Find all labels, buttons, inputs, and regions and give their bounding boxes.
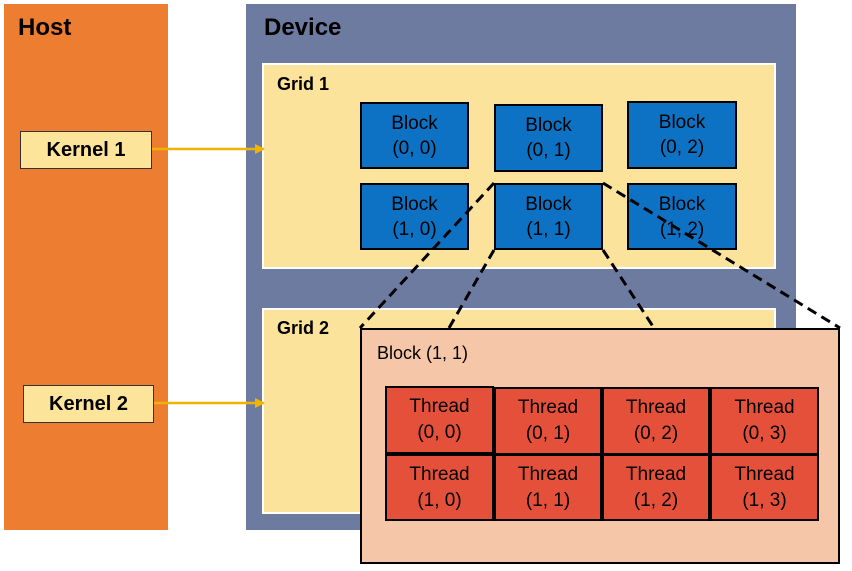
thread-label: Thread	[517, 397, 579, 418]
thread-1-0: Thread (1, 0)	[385, 454, 494, 521]
thread-1-2: Thread (1, 2)	[602, 454, 710, 521]
block-index: (0, 2)	[659, 137, 705, 158]
grid-2-title: Grid 2	[277, 318, 330, 338]
device-title: Device	[264, 14, 342, 41]
thread-index: (0, 0)	[417, 422, 462, 443]
grid-1-title: Grid 1	[277, 74, 330, 94]
thread-index: (1, 1)	[525, 489, 571, 511]
block-label: Block	[658, 112, 706, 133]
kernel-2-box: Kernel 2	[23, 385, 154, 423]
thread-label: Thread	[517, 463, 579, 485]
thread-label: Thread	[734, 397, 795, 418]
thread-1-3: Thread (1, 3)	[710, 454, 819, 521]
host-title: Host	[18, 14, 72, 41]
block-index: (1, 0)	[392, 218, 437, 240]
thread-index: (1, 2)	[633, 489, 679, 511]
kernel-1-box: Kernel 1	[20, 131, 152, 169]
thread-index: (0, 2)	[633, 423, 679, 444]
host-panel	[4, 4, 168, 530]
zoom-dashed-line	[601, 249, 656, 329]
block-label: Block	[391, 112, 438, 134]
block-1-0: Block (1, 0)	[360, 183, 469, 250]
block-detail-title: Block (1, 1)	[377, 343, 469, 363]
block-index: (0, 0)	[392, 137, 437, 159]
block-label: Block	[525, 115, 572, 136]
thread-index: (1, 0)	[417, 489, 462, 511]
block-label: Block	[391, 193, 438, 215]
block-0-1: Block (0, 1)	[494, 104, 603, 172]
zoom-dashed-line	[447, 249, 496, 329]
thread-label: Thread	[734, 463, 795, 485]
thread-index: (0, 3)	[742, 423, 787, 444]
thread-label: Thread	[625, 463, 687, 485]
thread-index: (1, 3)	[742, 489, 787, 511]
block-0-2: Block (0, 2)	[627, 101, 737, 169]
block-label: Block	[525, 193, 572, 215]
block-1-2: Block (1, 2)	[627, 183, 737, 250]
thread-label: Thread	[409, 463, 470, 485]
block-1-1: Block (1, 1)	[494, 183, 603, 250]
block-0-0: Block (0, 0)	[360, 102, 469, 169]
thread-0-1: Thread (0, 1)	[494, 387, 602, 455]
kernel-1-label: Kernel 1	[46, 138, 126, 161]
zoom-dashed-line	[358, 181, 496, 330]
thread-0-3: Thread (0, 3)	[710, 387, 819, 455]
thread-1-1: Thread (1, 1)	[494, 454, 602, 521]
thread-index: (0, 1)	[525, 423, 571, 444]
thread-label: Thread	[409, 396, 470, 417]
block-label: Block	[658, 193, 706, 215]
zoom-dashed-line	[602, 181, 841, 330]
block-index: (1, 1)	[526, 218, 571, 240]
thread-label: Thread	[625, 397, 687, 418]
kernel-2-label: Kernel 2	[49, 392, 128, 415]
block-index: (1, 2)	[659, 218, 705, 240]
block-index: (0, 1)	[526, 140, 571, 161]
thread-0-0: Thread (0, 0)	[385, 386, 494, 454]
thread-0-2: Thread (0, 2)	[602, 387, 710, 455]
